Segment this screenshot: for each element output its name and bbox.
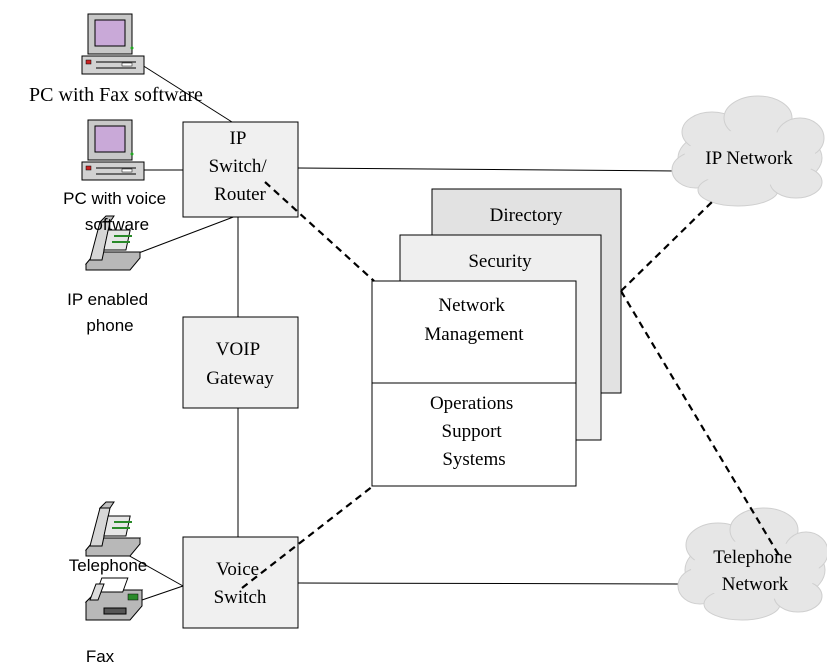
voice-switch-label: Voice Switch	[214, 559, 267, 608]
voice-switch-box	[182, 536, 299, 629]
pc-voice-icon	[81, 119, 145, 181]
dashed-link-voiceswitch-management	[241, 485, 374, 589]
link-voiceswitch-telnetwork	[297, 582, 681, 585]
fax-label: Fax	[86, 647, 115, 666]
telephone-network-cloud	[677, 507, 827, 621]
dashed-link-management-telnetwork	[620, 290, 781, 558]
pc-fax-icon	[81, 13, 145, 75]
dashed-link-management-ipnetwork	[620, 199, 715, 292]
link-ipphone-ipswitch	[135, 215, 237, 255]
dashed-link-ipswitch-management	[264, 181, 375, 282]
ip-switch-router-box	[182, 121, 299, 218]
fax-icon	[84, 577, 144, 621]
ip-network-cloud	[671, 95, 825, 207]
voip-gateway-box	[182, 316, 299, 409]
oss-label: Operations Support Systems	[430, 393, 518, 470]
link-ipswitch-ipnetwork	[297, 167, 677, 172]
link-pcfax-ipswitch	[141, 64, 233, 123]
pc-voice-label: PC with voice software	[63, 189, 171, 234]
ip-network-label: IP Network	[705, 148, 793, 169]
network-management-label: Network Management	[424, 295, 524, 345]
telephone-network-label: Telephone Network	[713, 547, 797, 595]
ip-phone-label: IP enabled phone	[67, 290, 153, 335]
directory-label: Directory	[490, 205, 563, 226]
voip-gateway-label: VOIP Gateway	[206, 339, 274, 389]
link-fax-voiceswitch	[141, 585, 184, 601]
ip-switch-router-label: IP Switch/ Router	[209, 128, 272, 205]
security-label: Security	[468, 251, 532, 272]
telephone-label: Telephone	[69, 556, 147, 575]
telephone-icon	[85, 501, 141, 557]
pc-fax-label: PC with Fax software	[29, 84, 203, 106]
